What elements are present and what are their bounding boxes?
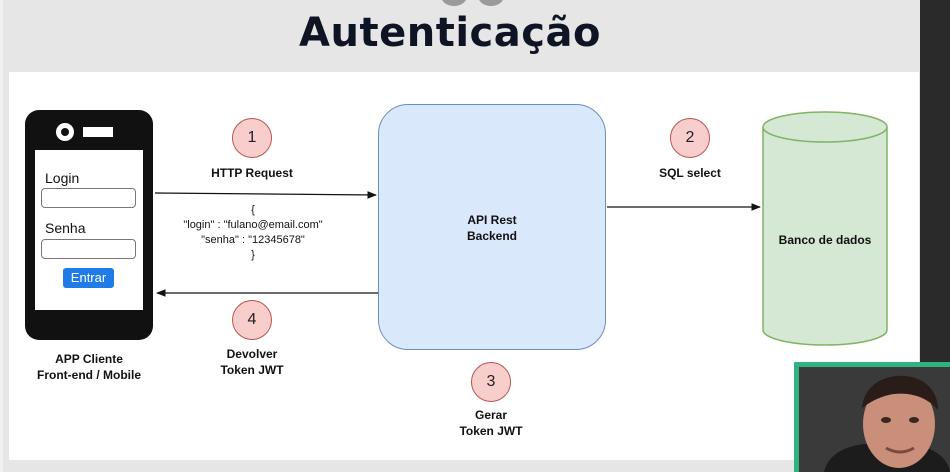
request-payload: { "login" : "fulano@email.com" "senha" :… [168, 203, 338, 263]
step-1-badge: 1 [232, 118, 272, 158]
client-caption-line1: APP Cliente [55, 352, 123, 366]
server-label-line1: API Rest [467, 213, 517, 227]
step-2-label: SQL select [659, 166, 721, 180]
client-caption-line2: Front-end / Mobile [37, 368, 141, 382]
step-3-label: Gerar Token JWT [431, 407, 551, 439]
left-edge [0, 0, 3, 472]
step-4-label: Devolver Token JWT [192, 346, 312, 378]
step-4-label-line1: Devolver [226, 347, 278, 361]
top-decoration-right [478, 0, 504, 6]
database-label: Banco de dados [778, 233, 872, 247]
client-caption: APP Cliente Front-end / Mobile [24, 351, 154, 383]
slide-title: Autenticação [299, 10, 601, 56]
senha-input[interactable] [41, 239, 136, 259]
login-label: Login [45, 170, 80, 186]
top-decoration-left [441, 0, 467, 6]
payload-line: { [251, 204, 255, 216]
mobile-phone: Login Senha Entrar [25, 110, 153, 340]
arrow-http-request [154, 191, 377, 199]
database-cylinder [762, 111, 888, 346]
speaker-icon [83, 127, 113, 137]
step-3-badge: 3 [471, 362, 511, 402]
step-4-label-line2: Token JWT [220, 363, 284, 377]
server-label: API Rest Backend [378, 212, 606, 244]
step-3-label-line2: Token JWT [459, 424, 523, 438]
payload-line: } [251, 249, 255, 261]
login-input[interactable] [41, 188, 136, 208]
server-label-line2: Backend [466, 229, 518, 243]
step-3-label-line1: Gerar [474, 408, 508, 422]
senha-label: Senha [45, 220, 86, 236]
step-2-badge: 2 [670, 118, 710, 158]
camera-icon [56, 123, 74, 141]
phone-screen: Login Senha Entrar [35, 150, 143, 310]
payload-line: "senha" : "12345678" [201, 234, 305, 246]
presenter-figure [824, 375, 950, 472]
presenter-webcam [794, 362, 950, 472]
entrar-button[interactable]: Entrar [63, 268, 114, 288]
api-backend-box [378, 104, 606, 350]
payload-line: "login" : "fulano@email.com" [183, 219, 323, 231]
step-4-badge: 4 [232, 300, 272, 340]
step-1-label: HTTP Request [211, 166, 293, 180]
